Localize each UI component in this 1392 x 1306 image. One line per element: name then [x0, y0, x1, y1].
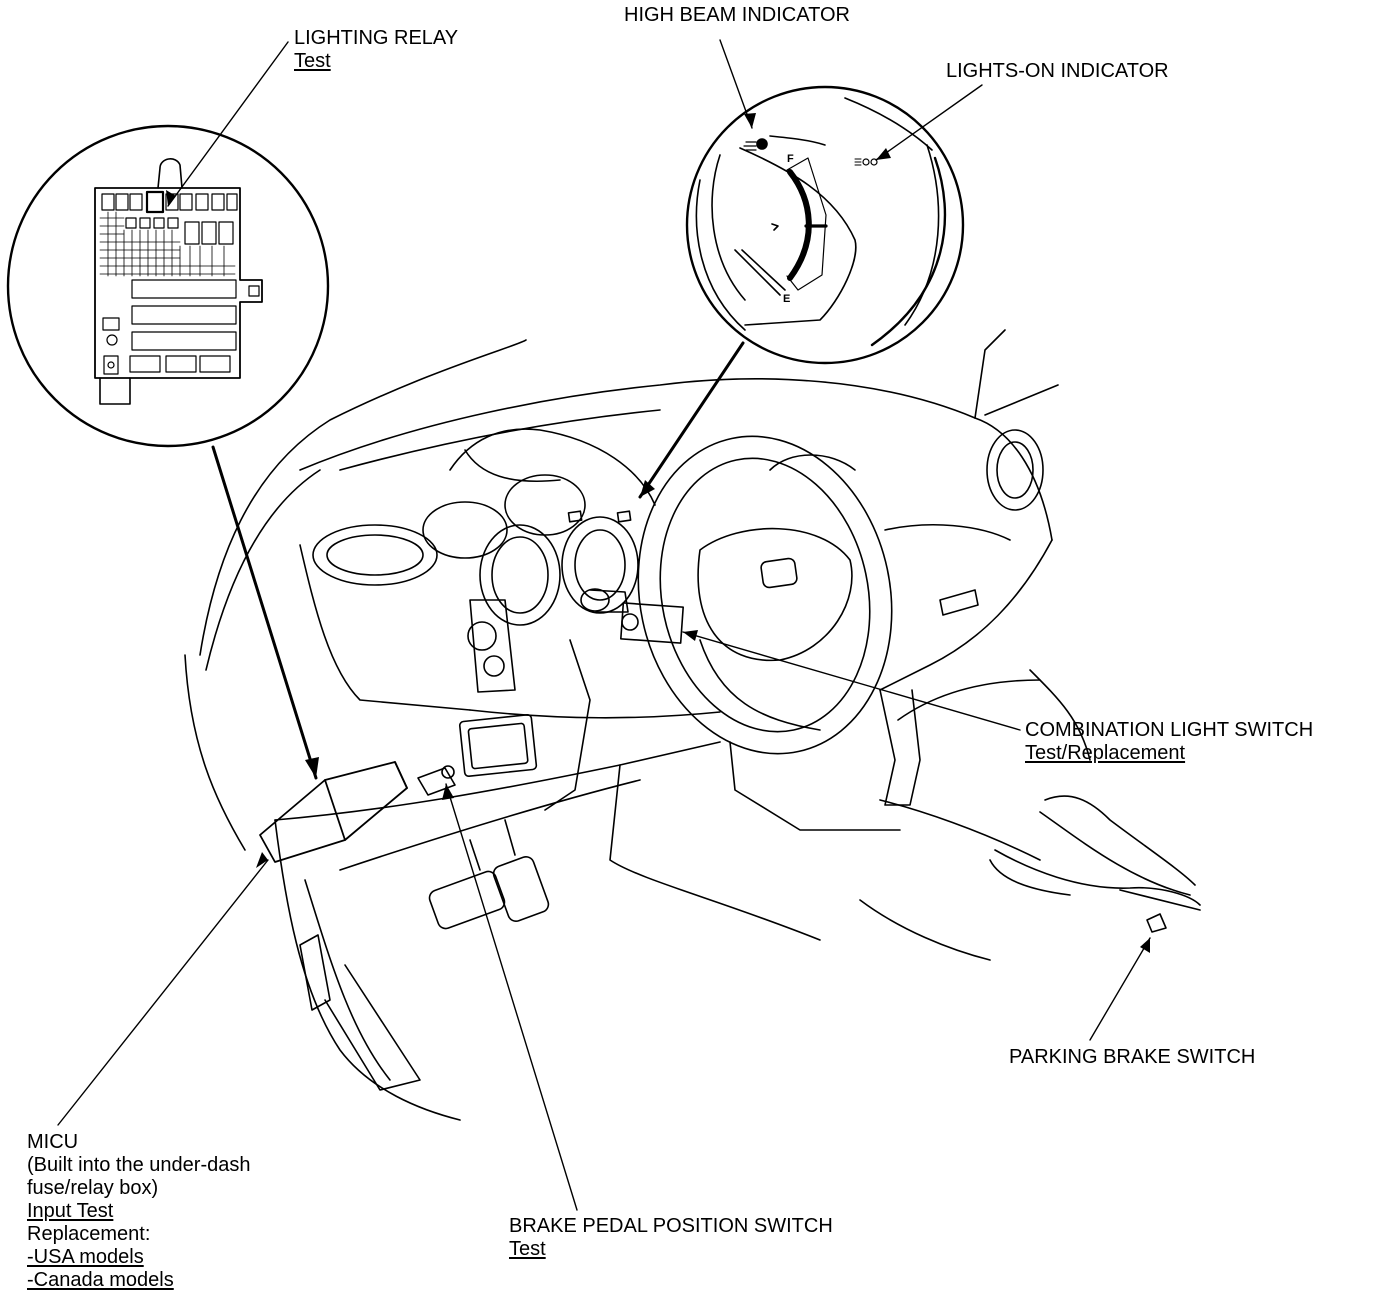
lights-on-leader: [875, 84, 983, 161]
lights-on-indicator-label: LIGHTS-ON INDICATOR: [946, 60, 1169, 83]
dashboard-outline: [184, 329, 1201, 1121]
micu-input-test-link[interactable]: Input Test: [27, 1200, 114, 1222]
micu-canada-models-link[interactable]: -Canada models: [27, 1269, 174, 1291]
lighting-relay-title: LIGHTING RELAY: [294, 27, 459, 49]
brake-pedal-switch: [417, 765, 456, 796]
combination-switch-leader: [682, 631, 1021, 731]
micu-replacement-heading: Replacement:: [27, 1223, 151, 1245]
brake-pedal-test-link[interactable]: Test: [509, 1238, 546, 1260]
combination-light-switch: [580, 588, 684, 644]
leader-lines: [57, 39, 1151, 1211]
high-beam-leader: [719, 39, 753, 129]
lights-on-title: LIGHTS-ON INDICATOR: [946, 60, 1169, 82]
fuse-box-inset-pointer: [211, 445, 318, 780]
parking-brake-switch-label: PARKING BRAKE SWITCH: [1009, 1046, 1255, 1069]
brake-pedal-position-switch-label: BRAKE PEDAL POSITION SWITCH Test: [509, 1215, 833, 1261]
gauge-empty-mark: E: [783, 293, 790, 305]
micu-usa-models-link[interactable]: -USA models: [27, 1246, 144, 1268]
lighting-relay-test-link[interactable]: Test: [294, 50, 331, 72]
micu-title: MICU: [27, 1131, 79, 1153]
micu-description-line1: (Built into the under-dash: [27, 1154, 251, 1176]
lighting-relay-label: LIGHTING RELAY Test: [294, 27, 458, 73]
gauge-cluster-inset: F E: [685, 85, 965, 365]
gauge-full-mark: F: [787, 153, 794, 165]
brake-pedal-leader: [445, 783, 578, 1211]
lighting-relay-leader: [167, 41, 289, 207]
combination-light-switch-label: COMBINATION LIGHT SWITCH Test/Replacemen…: [1025, 719, 1313, 765]
parking-brake-switch: [1146, 913, 1167, 933]
high-beam-title: HIGH BEAM INDICATOR: [624, 4, 850, 26]
parking-brake-title: PARKING BRAKE SWITCH: [1009, 1046, 1256, 1068]
brake-pedal-title: BRAKE PEDAL POSITION SWITCH: [509, 1215, 833, 1237]
arrowheads: [166, 113, 1150, 953]
micu-box: [259, 761, 408, 863]
fuse-box-inset: [6, 124, 330, 448]
parking-brake-leader: [1089, 937, 1151, 1041]
micu-label: MICU (Built into the under-dash fuse/rel…: [27, 1131, 250, 1292]
combination-title: COMBINATION LIGHT SWITCH: [1025, 719, 1314, 741]
combination-test-replacement-link[interactable]: Test/Replacement: [1025, 742, 1186, 764]
micu-description-line2: fuse/relay box): [27, 1177, 159, 1199]
gauge-inset-pointer: [638, 341, 745, 499]
micu-leader: [57, 859, 269, 1126]
high-beam-indicator-label: HIGH BEAM INDICATOR: [624, 4, 850, 27]
